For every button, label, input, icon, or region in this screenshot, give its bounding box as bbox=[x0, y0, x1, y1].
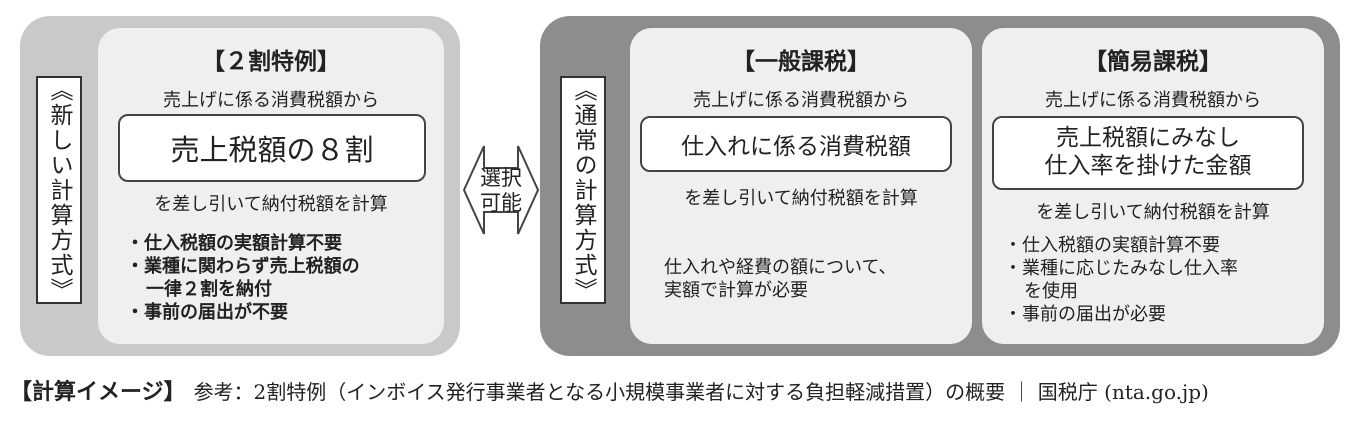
simplified-taxation-formula-box: 売上税額にみなし 仕入率を掛けた金額 bbox=[992, 116, 1304, 190]
simplified-box-line-2: 仕入率を掛けた金額 bbox=[1044, 153, 1252, 179]
note-item: ・仕入税額の実額計算不要 bbox=[1004, 235, 1220, 256]
two-tenths-special-card bbox=[98, 28, 444, 344]
standard-method-label: 《通常の計算方式》 bbox=[560, 76, 606, 304]
selectable-label: 選択 可能 bbox=[470, 146, 532, 236]
new-method-label-text: 《新しい計算方式》 bbox=[46, 78, 72, 303]
selectable-label-line-1: 選択 bbox=[480, 165, 522, 190]
note-item-continued: 一律２割を納付 bbox=[146, 279, 272, 301]
note-item: ・業種に応じたみなし仕入率 bbox=[1004, 258, 1238, 280]
two-tenths-notes: ・仕入税額の実額計算不要 ・業種に関わらず売上税額の 一律２割を納付 ・事前の届… bbox=[126, 232, 436, 324]
note-item-continued: を使用 bbox=[1024, 281, 1078, 303]
two-tenths-subtitle: 売上げに係る消費税額から bbox=[163, 90, 379, 111]
two-tenths-box-line-1: 売上税額の８割 bbox=[170, 133, 374, 167]
general-taxation-formula-box: 仕入れに係る消費税額 bbox=[640, 116, 952, 172]
standard-method-label-text: 《通常の計算方式》 bbox=[570, 78, 596, 303]
note-item: 実額で計算が必要 bbox=[664, 280, 808, 302]
simplified-box-line-1: 売上税額にみなし bbox=[1056, 125, 1240, 152]
caption-reference: 参考：2割特例（インボイス発行事業者となる小規模事業者に対する負担軽減措置）の概… bbox=[193, 380, 1209, 404]
general-taxation-notes: 仕入れや経費の額について、 実額で計算が必要 bbox=[664, 256, 964, 302]
new-method-label: 《新しい計算方式》 bbox=[36, 76, 82, 304]
two-tenths-title: 【２割特例】 bbox=[202, 49, 340, 75]
simplified-taxation-title: 【簡易課税】 bbox=[1084, 49, 1222, 75]
general-taxation-title: 【一般課税】 bbox=[732, 49, 870, 75]
note-item: 仕入れや経費の額について、 bbox=[664, 257, 897, 278]
note-item: ・仕入税額の実額計算不要 bbox=[126, 233, 342, 254]
simplified-taxation-subtitle: 売上げに係る消費税額から bbox=[1045, 90, 1261, 111]
note-item: ・業種に関わらず売上税額の bbox=[126, 256, 360, 278]
simplified-taxation-notes: ・仕入税額の実額計算不要 ・業種に応じたみなし仕入率 を使用 ・事前の届出が必要 bbox=[1004, 234, 1314, 326]
note-item: ・事前の届出が必要 bbox=[1004, 304, 1166, 326]
simplified-taxation-result: を差し引いて納付税額を計算 bbox=[1036, 202, 1270, 223]
figure-caption: 【計算イメージ】参考：2割特例（インボイス発行事業者となる小規模事業者に対する負… bbox=[10, 374, 1344, 414]
selectable-double-arrow-icon bbox=[462, 145, 540, 235]
general-box-line-1: 仕入れに係る消費税額 bbox=[681, 134, 911, 160]
note-item: ・事前の届出が不要 bbox=[126, 302, 288, 324]
two-tenths-result: を差し引いて納付税額を計算 bbox=[154, 194, 388, 215]
two-tenths-formula-box: 売上税額の８割 bbox=[118, 114, 426, 182]
general-taxation-card bbox=[630, 28, 972, 344]
general-taxation-result: を差し引いて納付税額を計算 bbox=[684, 188, 918, 209]
general-taxation-subtitle: 売上げに係る消費税額から bbox=[693, 90, 909, 111]
selectable-label-line-2: 可能 bbox=[480, 191, 522, 215]
caption-title: 【計算イメージ】 bbox=[10, 380, 186, 405]
